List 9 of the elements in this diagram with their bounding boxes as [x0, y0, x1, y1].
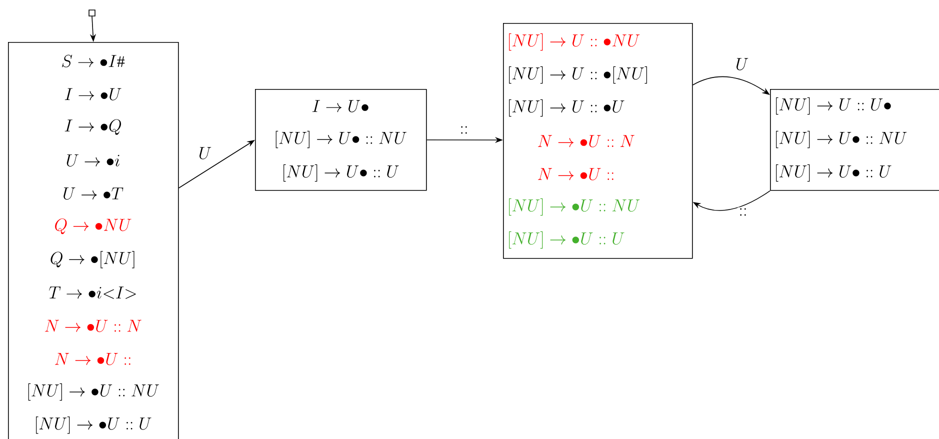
edge-label: $::$ [738, 207, 748, 217]
edge-label: $U$ [734, 57, 750, 71]
state-box: $I \to U \bullet$ $[NU] \to U \bullet :: NU$ $[NU] \to U \bullet :: U$ [255, 89, 427, 191]
edge-label: $U$ [197, 146, 213, 160]
state-box: $S \to \bullet I\#$ $I \to \bullet U$ $I \to \bullet Q$ $U \to \bullet i$ $U \to \bullet T$ $Q \to \bullet NU$ $Q \to \bullet [NU]$ $T \to \bullet i{<}I{>}$ $N \to \bullet U :: N$ $N \to \bullet U ::$ $[NU] \to \bullet U :: NU$ $[NU] \to \bullet U :: U$ [8, 42, 179, 439]
state-box: $[NU] \to U :: U \bullet$ $[NU] \to U \bullet :: NU$ $[NU] \to U \bullet :: U$ [770, 89, 939, 191]
start-marker [88, 10, 96, 16]
state-box: $[NU] \to U :: \bullet NU$ $[NU] \to U :: \bullet [NU]$ $[NU] \to U :: \bullet U$ $N \to \bullet U :: N$ $N \to \bullet U ::$ $[NU] \to \bullet U :: NU$ $[NU] \to \bullet U :: U$ [503, 23, 693, 259]
edge-label: $::$ [458, 125, 470, 135]
